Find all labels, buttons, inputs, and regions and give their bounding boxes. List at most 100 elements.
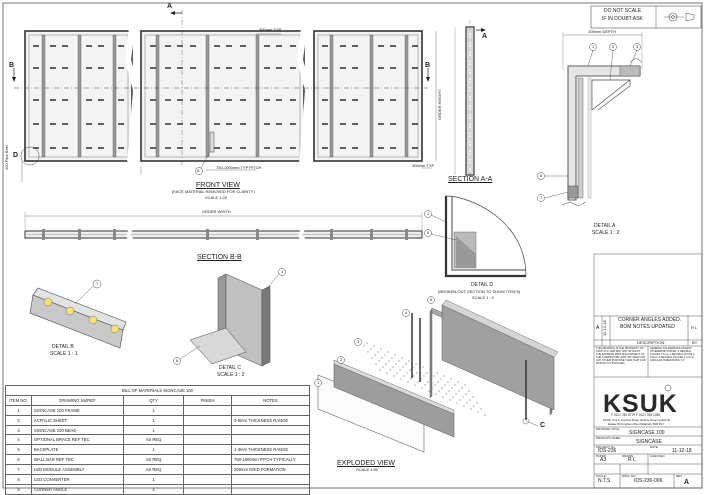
led-dot (450, 378, 452, 380)
revision-initials: R L (691, 325, 698, 330)
detail-a-callout-6: 6 (540, 173, 543, 178)
led-dot (405, 363, 407, 365)
address-line-2: Estate, Birmingham West Midlands, B30 9S… (608, 422, 664, 426)
bom-cell: 4 (123, 483, 184, 495)
section-a-marker: A (167, 3, 173, 10)
bom-cell: 1 (123, 474, 184, 485)
led-dot (400, 378, 402, 380)
sheet-border (2, 2, 703, 489)
revision-date: 11-12-18 (602, 320, 607, 336)
exploded-view-drawing (314, 296, 559, 453)
bom-cell: WALL BAR REF TBC (31, 454, 124, 466)
by-label: BY (692, 340, 698, 345)
led-dot (484, 414, 486, 416)
bom-cell: 5 (5, 444, 32, 456)
project-no: IDS-236 (598, 448, 617, 454)
bom-cell (183, 483, 232, 495)
led-dot (377, 351, 379, 353)
exploded-c-marker: C (540, 422, 546, 429)
detail-c-callout-4: 4 (281, 269, 284, 274)
led-dot (391, 357, 393, 359)
bom-table: BILL OF MATERIALS SIGNCASE 100 ITEM NO.D… (4, 385, 311, 495)
description-label: DESCRIPTION (637, 340, 665, 345)
led-dot (366, 342, 368, 344)
ksuk-logo: KSUK (603, 390, 678, 418)
led-dot (465, 393, 467, 395)
detail-a-drawing (537, 32, 643, 207)
bom-cell (183, 464, 232, 476)
led-dot (442, 396, 444, 398)
led-dot (363, 345, 365, 347)
led-dot (410, 378, 412, 380)
revision-letter: A (596, 325, 600, 331)
front-view-drawing (12, 10, 437, 182)
bom-cell (183, 474, 232, 485)
led-dot (445, 393, 447, 395)
tolerance-note: GENERAL TOLERANCES UNLESS OTHERWISE STAT… (650, 347, 695, 362)
bom-cell: 1-3mm THICKNESS RANGE (230, 444, 311, 456)
bom-cell: 2 (5, 414, 32, 426)
led-dot (414, 384, 416, 386)
detail-a-scale: SCALE 1 : 2 (592, 230, 620, 236)
detail-c-drawing (173, 268, 286, 367)
led-dot (398, 360, 400, 362)
order-width-label: ORDER WIDTH (202, 209, 231, 214)
notice-line-2: IF IN DOUBT ASK (602, 16, 643, 22)
detail-a-depth: 100mm DEPTH (588, 29, 617, 34)
led-dot (370, 348, 372, 350)
bom-cell (183, 424, 232, 436)
detail-b-scale: SCALE 1 : 1 (50, 351, 78, 357)
drawn-label: DRAWN (622, 454, 634, 458)
dim-left-label: 200 Pilot Reel (4, 145, 9, 170)
detail-d-callout-5: 5 (427, 230, 430, 235)
rev-label: REV (676, 474, 683, 478)
led-dot (371, 357, 373, 359)
led-dot (433, 375, 435, 377)
bom-cell: AS REQ (123, 434, 184, 446)
led-dot (406, 372, 408, 374)
led-dot (447, 381, 449, 383)
bom-cell: 3-5mm THICKNESS RANGE (230, 414, 311, 426)
led-dot (449, 399, 451, 401)
led-dot (444, 384, 446, 386)
project-no-label: PROJECT No. (596, 445, 616, 449)
section-aa-marker: A (482, 33, 488, 40)
side-b-marker-left: B (9, 62, 15, 69)
bom-cell: 1 (123, 444, 184, 456)
bom-cell: BACKPLATE (31, 444, 124, 456)
product-name: SIGNCASE (636, 439, 662, 445)
led-dot (385, 363, 387, 365)
bom-cell: OPTIONAL BRACE REF TBC (31, 434, 124, 446)
led-dot (378, 360, 380, 362)
led-dot (423, 375, 425, 377)
led-dot (401, 357, 403, 359)
date-label: DATE (650, 445, 658, 449)
exploded-callout-5: 5 (430, 297, 433, 302)
led-dot (462, 396, 464, 398)
led-dot (389, 369, 391, 371)
led-dot (443, 375, 445, 377)
bom-cell (183, 404, 232, 416)
detail-d-callout-1: 1 (427, 211, 430, 216)
led-dot (380, 348, 382, 350)
led-dot (394, 354, 396, 356)
led-dot (416, 372, 418, 374)
scale-label: SCALE (596, 474, 606, 478)
led-dot (415, 363, 417, 365)
bom-cell: 1 (123, 414, 184, 426)
detail-d-title: DETAIL D (471, 282, 493, 288)
dwg-no: IDS-236-006 (634, 478, 663, 484)
led-dot (388, 360, 390, 362)
detail-b-title: DETAIL B (52, 344, 74, 350)
bom-cell: 4 (5, 434, 32, 446)
exploded-callout-3: 3 (357, 339, 360, 344)
detail-a-title: DETAIL A (594, 223, 616, 229)
bom-cell (230, 434, 311, 446)
led-dot (374, 354, 376, 356)
led-dot (440, 378, 442, 380)
led-dot (463, 405, 465, 407)
